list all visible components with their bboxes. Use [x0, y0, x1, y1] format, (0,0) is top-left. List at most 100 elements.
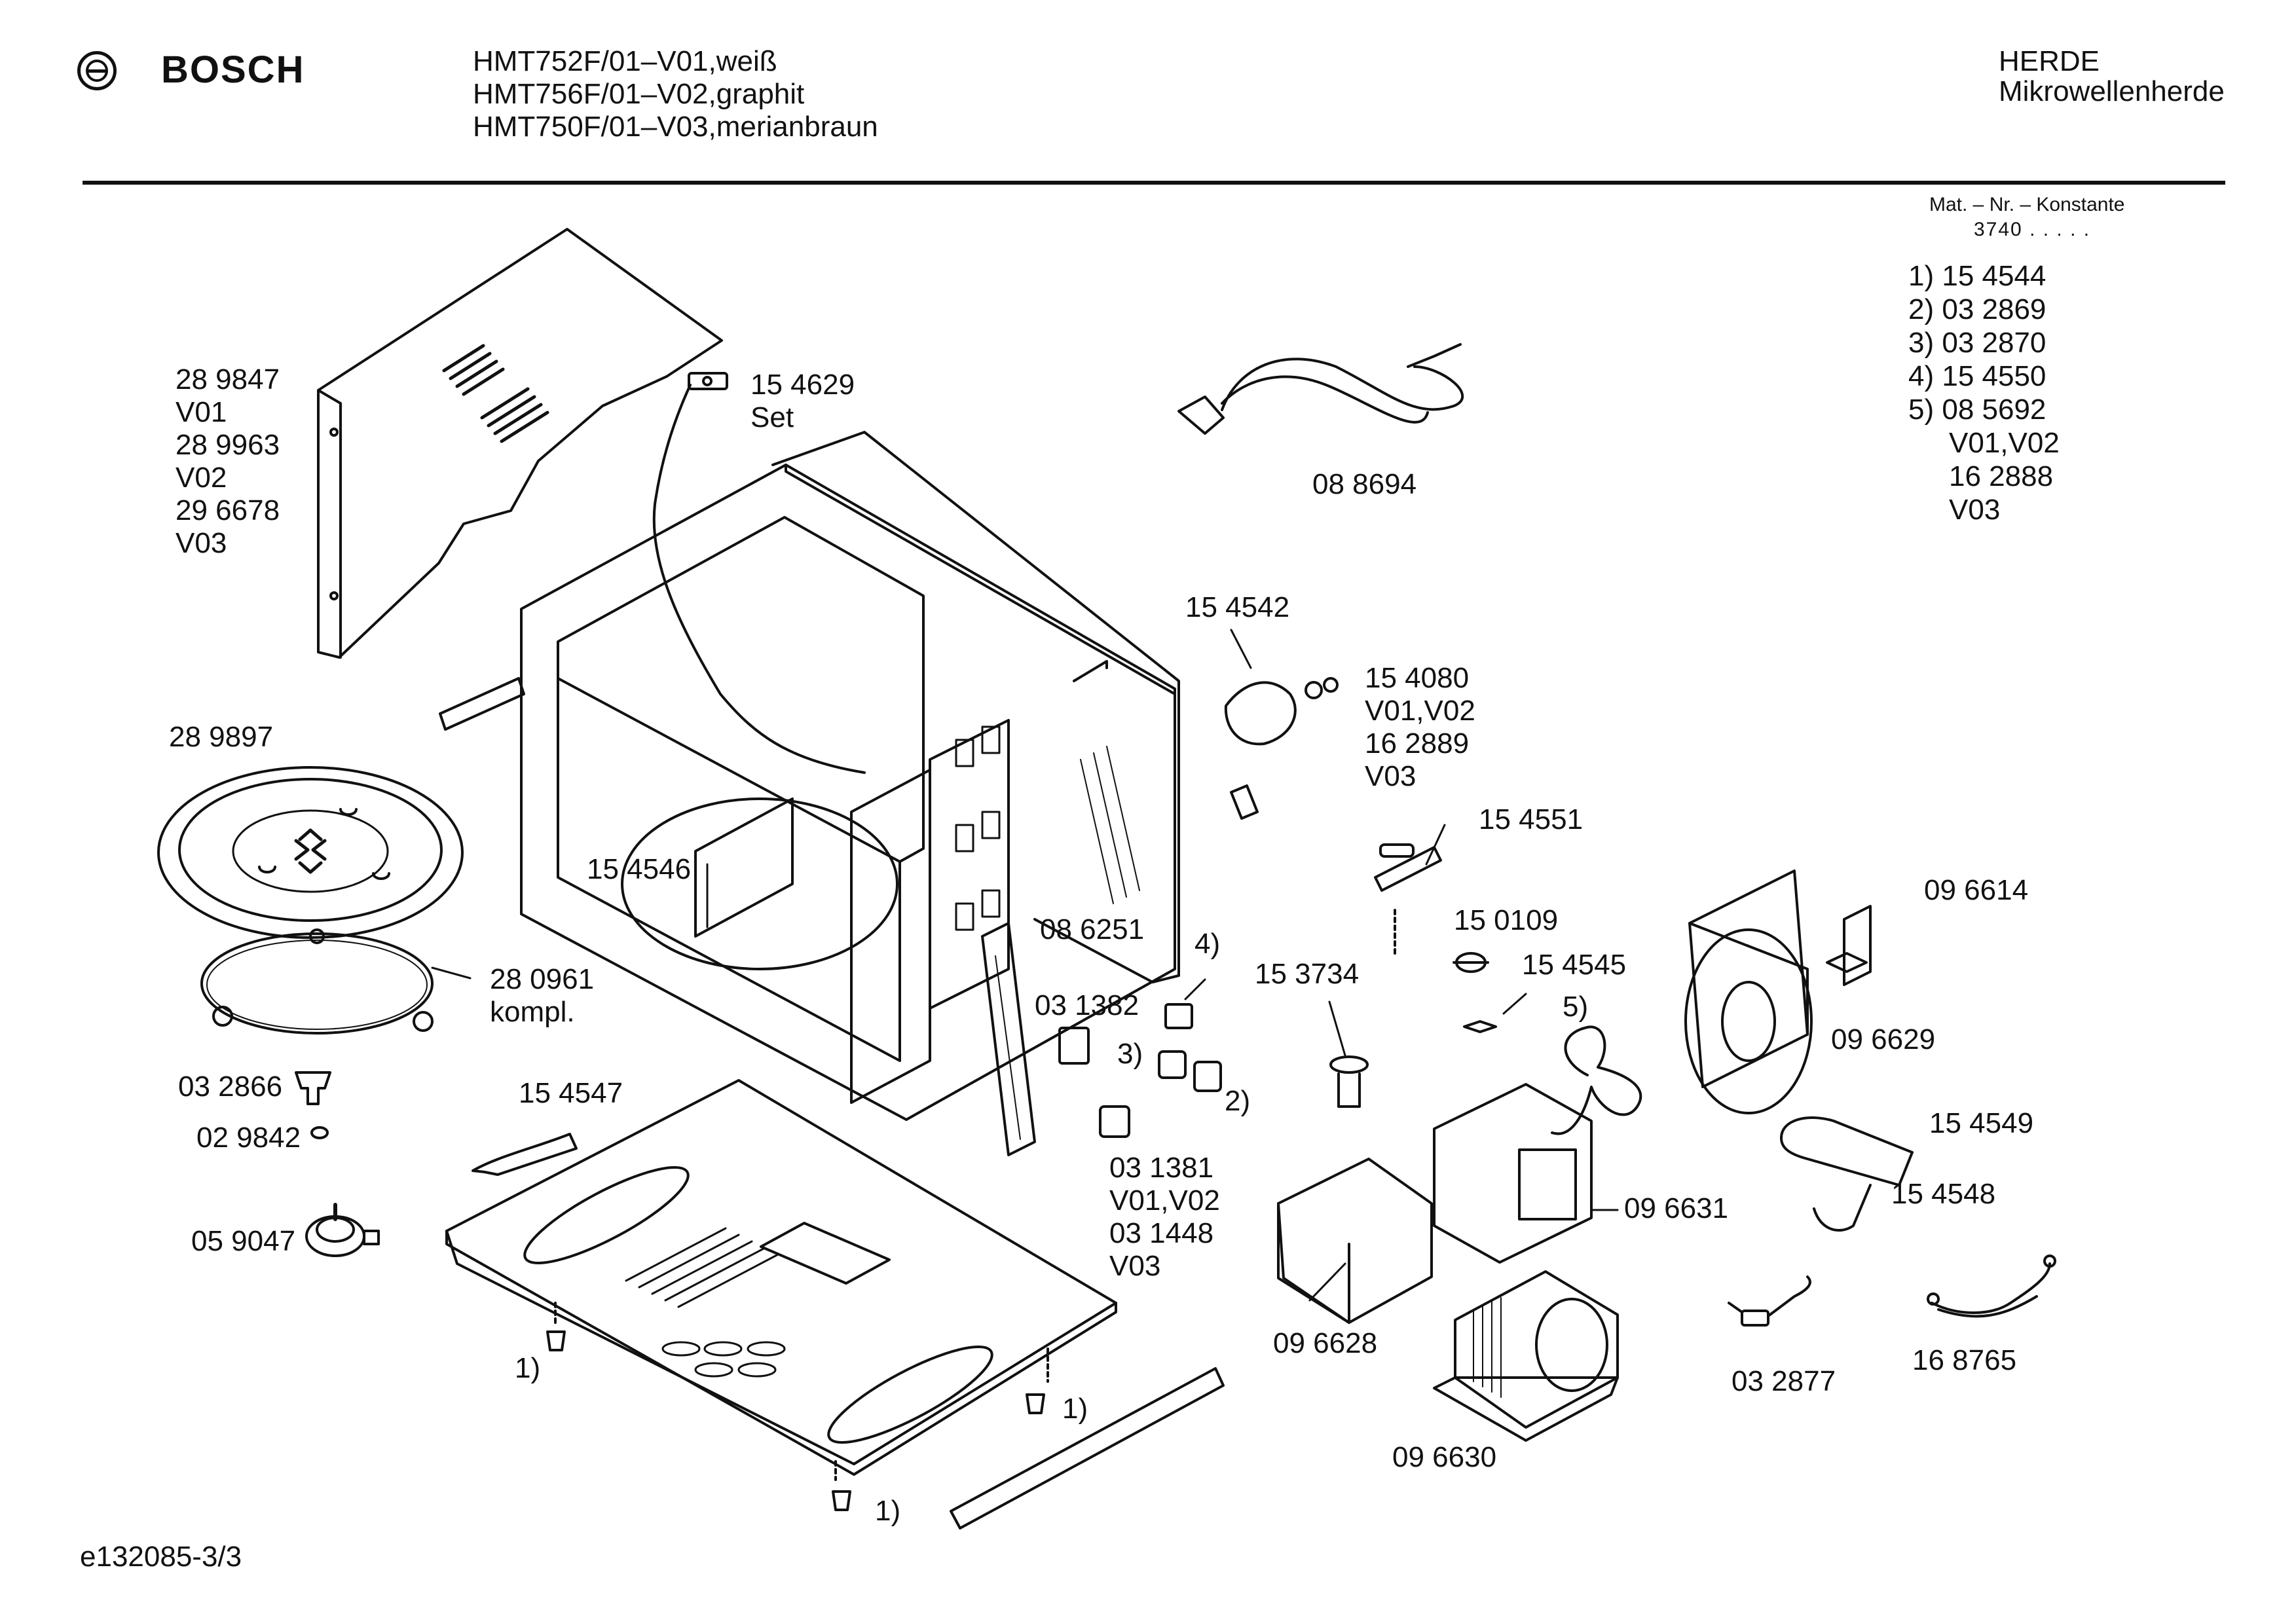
micro-switch [1058, 978, 1222, 1138]
category-title: HERDE [1999, 45, 2100, 77]
capacitor-clamp [1813, 1184, 1872, 1232]
bosch-logo-icon [77, 51, 117, 90]
model-line-3: HMT750F/01–V03,merianbraun [473, 111, 878, 143]
stirrer-motor [1224, 629, 1339, 746]
label-power-cord: 08 8694 [1312, 468, 1417, 500]
fan-housing [1684, 870, 1813, 1114]
switch-holder [694, 797, 794, 938]
label-housing-cover-3: 28 9963 [176, 429, 280, 461]
label-door-switch-bar: 08 6251 [1040, 913, 1145, 945]
label-magnetron: 09 6631 [1624, 1192, 1729, 1224]
mat-nr-item: 1) 15 4544 [1908, 260, 2046, 292]
label-note-3: 3) [1117, 1038, 1143, 1070]
sensor-set [652, 372, 866, 774]
label-switch-holder: 15 4546 [587, 853, 692, 885]
label-foot-note-a: 1) [515, 1352, 541, 1384]
label-housing-cover-1: 28 9847 [176, 363, 280, 395]
label-thermostat: 15 0109 [1454, 904, 1559, 936]
label-coupler: 03 2866 [178, 1071, 283, 1103]
label-fuse-plate: 15 4545 [1522, 949, 1627, 981]
label-switch-03-1382: 03 1382 [1035, 989, 1139, 1021]
label-sensor-set-2: Set [750, 401, 794, 433]
label-thermal-fuse: 15 3734 [1255, 958, 1360, 990]
header-rule [83, 181, 2225, 185]
label-lamp-variant-1: 15 4080 [1365, 662, 1470, 694]
label-cable-set: 16 8765 [1912, 1344, 2017, 1376]
subcategory-title: Mikrowellenherde [1999, 75, 2225, 107]
label-lamp-holder: 15 4551 [1479, 803, 1583, 835]
fan-blade [1551, 1025, 1642, 1135]
label-foot-note-c: 1) [875, 1495, 901, 1527]
hv-diode [1728, 1275, 1811, 1327]
fuse-plate [1463, 993, 1527, 1033]
mat-nr-item: 2) 03 2869 [1908, 293, 2046, 325]
label-transformer: 09 6630 [1392, 1441, 1497, 1473]
label-lamp-variant-4: V03 [1365, 760, 1416, 792]
mat-nr-item: V01,V02 [1949, 427, 2060, 459]
power-cord [1177, 343, 1464, 435]
label-roller-ring-2: kompl. [490, 996, 575, 1028]
label-diode: 03 2877 [1731, 1365, 1836, 1397]
mat-nr-item: 3) 03 2870 [1908, 327, 2046, 359]
clip [1230, 784, 1259, 820]
thermostat [1453, 952, 1489, 973]
label-switch-variant-2: V01,V02 [1109, 1184, 1220, 1217]
door-switch-bar [981, 922, 1036, 1156]
transformer [1433, 1270, 1619, 1442]
label-foot-note-b: 1) [1062, 1393, 1088, 1425]
label-fan-guard: 09 6614 [1924, 874, 2029, 906]
label-stirrer-motor: 15 4542 [1185, 591, 1290, 623]
label-housing-cover-4: V02 [176, 462, 227, 494]
label-lamp-variant-3: 16 2889 [1365, 727, 1470, 760]
label-motor: 05 9047 [191, 1225, 296, 1257]
label-lamp-variant-2: V01,V02 [1365, 695, 1475, 727]
mat-nr-item: 4) 15 4550 [1908, 360, 2046, 392]
label-fan-housing: 09 6629 [1831, 1023, 1936, 1055]
label-sensor-set-1: 15 4629 [750, 369, 855, 401]
mat-nr-prefix: 3740 . . . . . [1974, 219, 2091, 240]
shim-strip-left [439, 677, 525, 731]
label-turntable-plate: 28 9897 [169, 721, 274, 753]
label-bracket-left: 15 4547 [519, 1077, 623, 1109]
lamp [1374, 824, 1446, 957]
label-cap-clamp: 15 4548 [1891, 1178, 1996, 1210]
foot [546, 1330, 1045, 1511]
mat-nr-item: V03 [1949, 494, 2001, 526]
cable-set [1927, 1255, 2056, 1318]
bracket-left [472, 1133, 578, 1176]
waveguide [1277, 1158, 1433, 1324]
roller-ring [200, 928, 472, 1035]
label-switch-variant-1: 03 1381 [1109, 1152, 1214, 1184]
washer [310, 1126, 329, 1139]
brand-name: BOSCH [161, 48, 305, 91]
label-note-2: 2) [1225, 1085, 1251, 1117]
model-line-1: HMT752F/01–V01,weiß [473, 45, 777, 77]
capacitor [1780, 1116, 1914, 1186]
label-note-5: 5) [1563, 991, 1589, 1023]
label-note-4: 4) [1194, 928, 1221, 960]
turntable-motor [305, 1203, 380, 1257]
label-roller-ring-1: 28 0961 [490, 963, 595, 995]
label-housing-cover-6: V03 [176, 527, 227, 559]
mat-nr-title: Mat. – Nr. – Konstante [1929, 194, 2125, 215]
turntable-plate [157, 766, 464, 939]
label-washer: 02 9842 [196, 1122, 301, 1154]
shim-strip-bottom [950, 1367, 1225, 1530]
drawing-id: e132085-3/3 [80, 1541, 242, 1573]
label-housing-cover-5: 29 6678 [176, 494, 280, 526]
mat-nr-item: 16 2888 [1949, 460, 2054, 492]
thermal-fuse [1328, 1000, 1369, 1108]
magnetron [1433, 1083, 1619, 1264]
mat-nr-item: 5) 08 5692 [1908, 394, 2046, 426]
model-line-2: HMT756F/01–V02,graphit [473, 78, 805, 110]
label-waveguide: 09 6628 [1273, 1327, 1378, 1359]
label-switch-variant-3: 03 1448 [1109, 1217, 1214, 1249]
label-switch-variant-4: V03 [1109, 1250, 1161, 1282]
cavity-chassis [520, 431, 1180, 1121]
base-plate [445, 1079, 1117, 1481]
fan-guard [1826, 905, 1872, 986]
coupler [295, 1071, 331, 1105]
housing-cover [317, 228, 723, 659]
label-housing-cover-2: V01 [176, 396, 227, 428]
